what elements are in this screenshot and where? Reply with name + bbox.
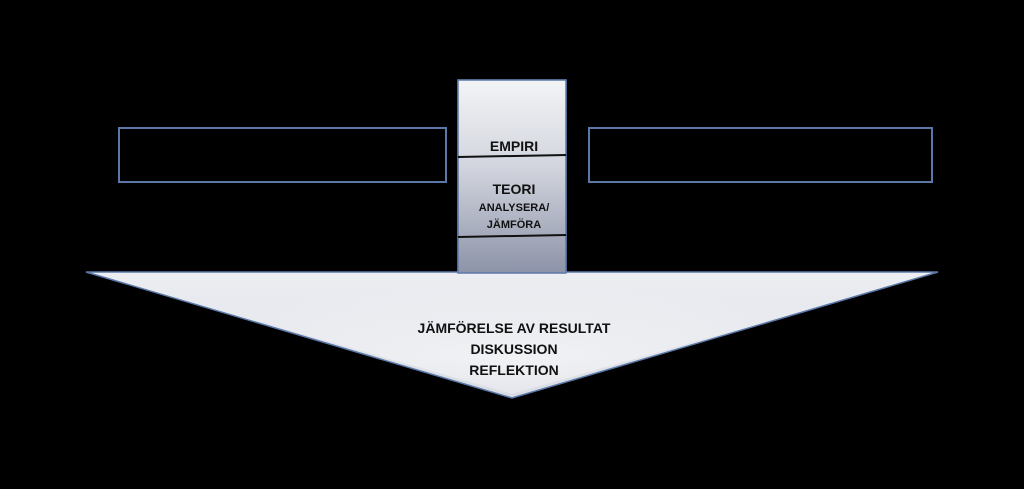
arrow-highlight xyxy=(100,276,924,394)
vertical-column xyxy=(457,79,567,274)
label-reflektion: REFLEKTION xyxy=(469,362,559,378)
label-teori: TEORI xyxy=(492,181,536,197)
label-jamforelse-av-resultat: JÄMFÖRELSE AV RESULTAT xyxy=(417,320,611,336)
divider-line-bottom xyxy=(457,234,567,238)
label-jamfora: JÄMFÖRA xyxy=(486,219,542,231)
left-empty-box xyxy=(118,127,447,183)
right-empty-box xyxy=(588,127,933,183)
divider-line-top xyxy=(457,154,567,158)
label-diskussion: DISKUSSION xyxy=(470,341,558,357)
label-analysera: ANALYSERA/ xyxy=(478,202,550,214)
label-empiri: EMPIRI xyxy=(489,138,539,154)
